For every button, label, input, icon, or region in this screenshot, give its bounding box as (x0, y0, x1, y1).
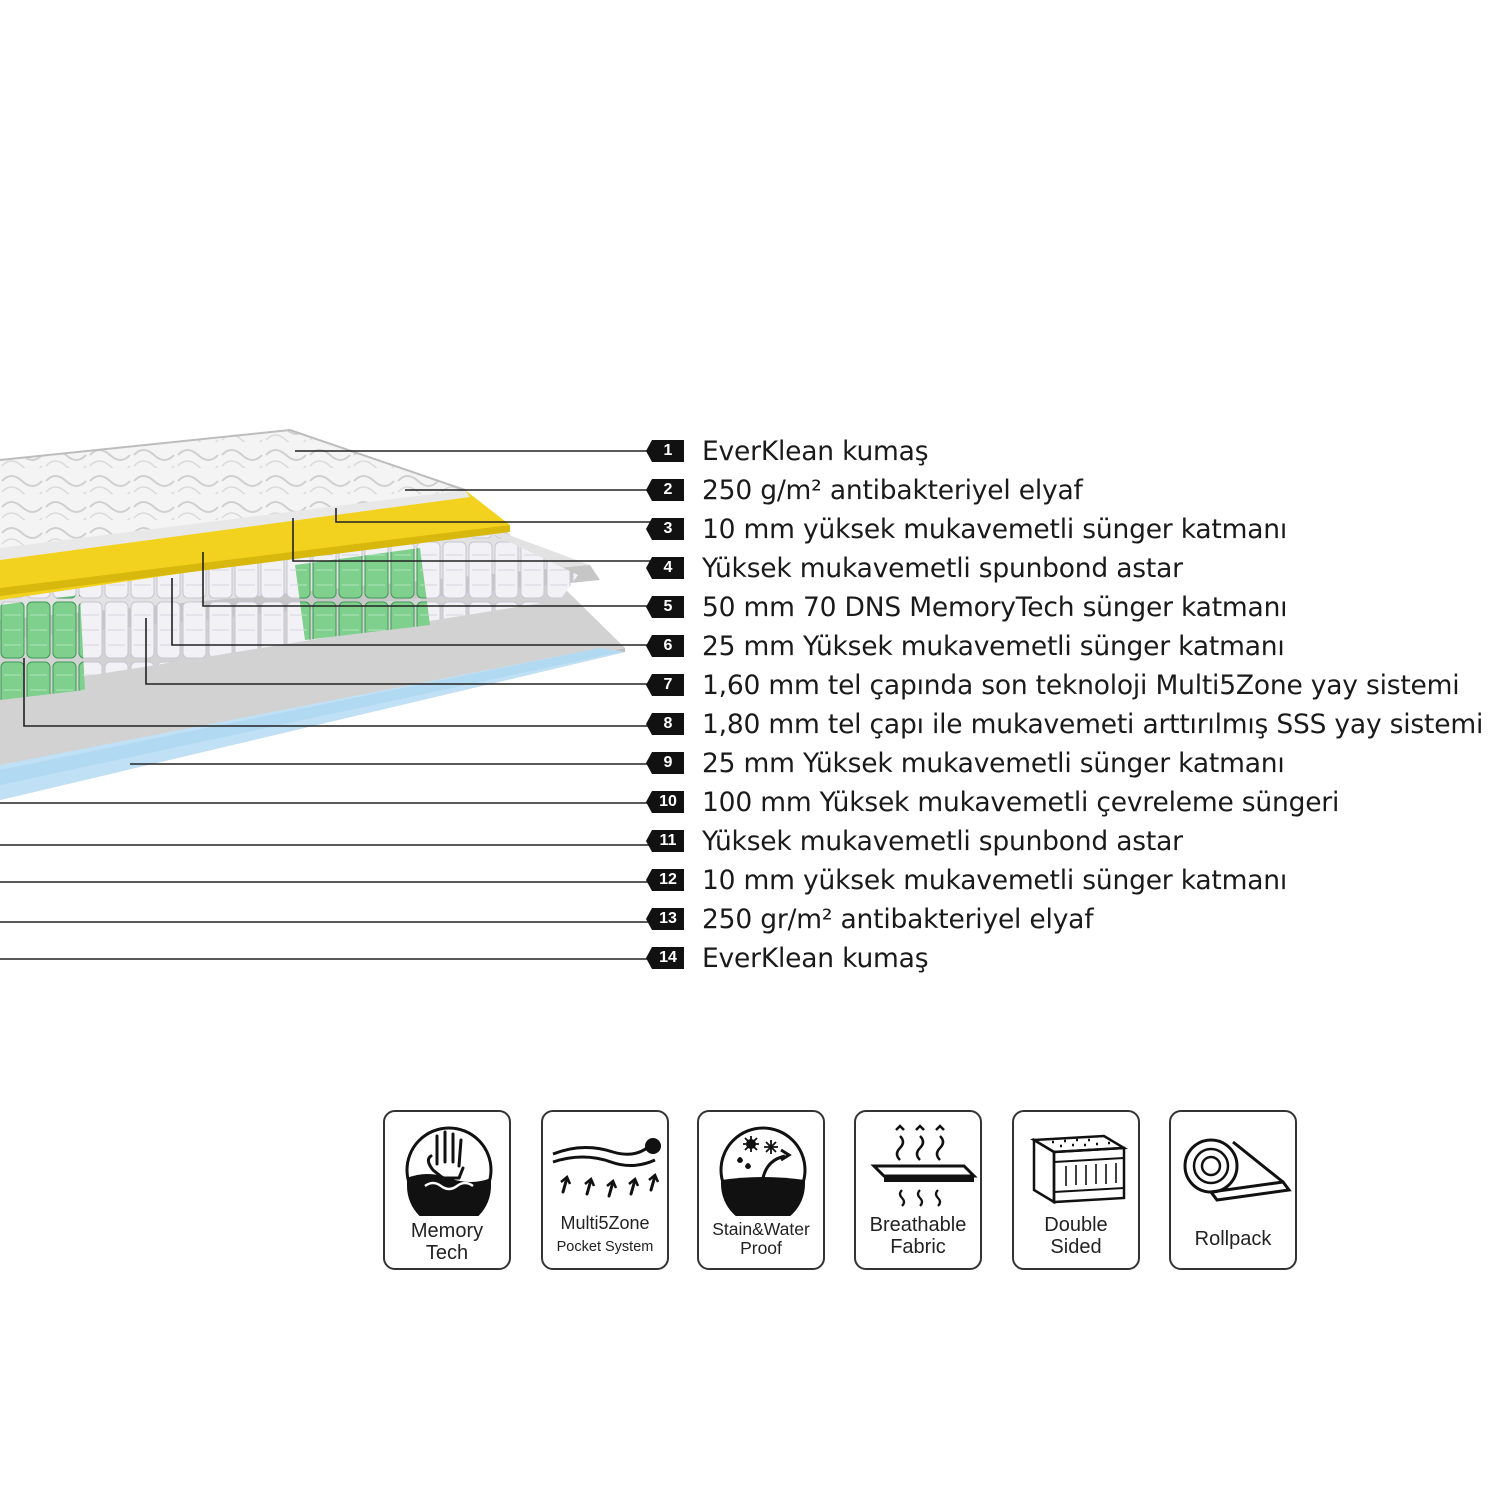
top-quilted-fabric (0, 428, 470, 560)
layer-row-3: 3 10 mm yüksek mukavemetli sünger katmanı (646, 511, 1288, 547)
layer-number-badge: 12 (646, 869, 684, 891)
badge-multi5zone-line1: Multi5Zone (560, 1213, 650, 1233)
layer-row-8: 8 1,80 mm tel çapı ile mukavemeti arttırı… (646, 706, 1484, 742)
layer-label: 50 mm 70 DNS MemoryTech sünger katmanı (702, 591, 1288, 623)
layer-number-badge: 6 (646, 635, 684, 657)
layer-number-badge: 3 (646, 518, 684, 540)
layer-number-badge: 14 (646, 947, 684, 969)
layer-number-badge: 1 (646, 440, 684, 462)
layer-row-2: 2 250 g/m² antibakteriyel elyaf (646, 472, 1083, 508)
badge-breathable-line2: Fabric (890, 1236, 946, 1258)
layer-row-11: 11 Yüksek mukavemetli spunbond astar (646, 823, 1183, 859)
badge-double-line1: Double (1044, 1214, 1108, 1236)
layer-number-badge: 11 (646, 830, 684, 852)
leader-line-4 (292, 518, 652, 562)
memory-foam-hand-icon (405, 1126, 493, 1216)
badge-memory-tech-line2: Tech (425, 1242, 469, 1264)
layer-row-1: 1 EverKlean kumaş (646, 433, 929, 469)
pocket-spring-zone-icon (552, 1138, 661, 1198)
badge-stain-water-proof: Stain&Water Proof (697, 1110, 825, 1270)
layer-label: EverKlean kumaş (702, 942, 929, 974)
leader-lines (0, 450, 652, 960)
layer-label: 250 gr/m² antibakteriyel elyaf (702, 903, 1094, 935)
layer-label: 25 mm Yüksek mukavemetli sünger katmanı (702, 747, 1285, 779)
layer-row-10: 10 100 mm Yüksek mukavemetli çevreleme sü… (646, 784, 1340, 820)
double-sided-icon (1029, 1134, 1129, 1205)
leader-line-8 (23, 658, 652, 727)
badge-memory-tech: Memory Tech (383, 1110, 511, 1270)
layer-label: 1,60 mm tel çapında son teknoloji Multi5… (702, 669, 1460, 701)
layer-row-14: 14 EverKlean kumaş (646, 940, 929, 976)
leader-line-7 (145, 618, 652, 685)
layer-row-6: 6 25 mm Yüksek mukavemetli sünger katmanı (646, 628, 1285, 664)
layer-number-badge: 10 (646, 791, 684, 813)
leader-line-3 (335, 508, 652, 523)
layer-number-badge: 5 (646, 596, 684, 618)
layer-number-badge: 9 (646, 752, 684, 774)
badge-double-sided: Double Sided (1012, 1110, 1140, 1270)
rollpack-icon (1183, 1138, 1292, 1202)
layer-row-13: 13 250 gr/m² antibakteriyel elyaf (646, 901, 1094, 937)
badge-breathable-fabric: Breathable Fabric (854, 1110, 982, 1270)
leader-line-5 (202, 552, 652, 607)
layer-label: 25 mm Yüksek mukavemetli sünger katmanı (702, 630, 1285, 662)
badge-stain-line1: Stain&Water (712, 1219, 810, 1239)
layer-label: EverKlean kumaş (702, 435, 929, 467)
badge-rollpack: Rollpack (1169, 1110, 1297, 1270)
leader-line-6 (171, 578, 652, 646)
layer-row-7: 7 1,60 mm tel çapında son teknoloji Multi… (646, 667, 1460, 703)
spring-core (0, 535, 578, 700)
badge-stain-line2: Proof (740, 1238, 782, 1259)
badge-breathable-line1: Breathable (869, 1214, 967, 1236)
layer-row-12: 12 10 mm yüksek mukavemetli sünger katman… (646, 862, 1288, 898)
layer-label: Yüksek mukavemetli spunbond astar (702, 552, 1183, 584)
layer-number-badge: 13 (646, 908, 684, 930)
layer-number-badge: 8 (646, 713, 684, 735)
badge-multi5zone-line2: Pocket System (556, 1238, 654, 1255)
badge-multi5zone: Multi5Zone Pocket System (541, 1110, 669, 1270)
memory-foam-layer (0, 490, 510, 600)
layer-label: 250 g/m² antibakteriyel elyaf (702, 474, 1083, 506)
badge-double-line2: Sided (1050, 1236, 1102, 1258)
layer-number-badge: 4 (646, 557, 684, 579)
layer-label: 1,80 mm tel çapı ile mukavemeti arttırıl… (702, 708, 1484, 740)
layer-label: 100 mm Yüksek mukavemetli çevreleme süng… (702, 786, 1340, 818)
layer-row-4: 4 Yüksek mukavemetli spunbond astar (646, 550, 1183, 586)
layer-number-badge: 2 (646, 479, 684, 501)
stain-water-proof-icon (719, 1126, 807, 1216)
badge-rollpack-line1: Rollpack (1194, 1228, 1272, 1250)
breathable-fabric-icon (870, 1124, 978, 1207)
layer-row-9: 9 25 mm Yüksek mukavemetli sünger katmanı (646, 745, 1285, 781)
layer-label: 10 mm yüksek mukavemetli sünger katmanı (702, 864, 1288, 896)
layer-label: Yüksek mukavemetli spunbond astar (702, 825, 1183, 857)
layer-number-badge: 7 (646, 674, 684, 696)
badge-memory-tech-line1: Memory (410, 1220, 484, 1242)
layer-label: 10 mm yüksek mukavemetli sünger katmanı (702, 513, 1288, 545)
layer-row-5: 5 50 mm 70 DNS MemoryTech sünger katmanı (646, 589, 1288, 625)
